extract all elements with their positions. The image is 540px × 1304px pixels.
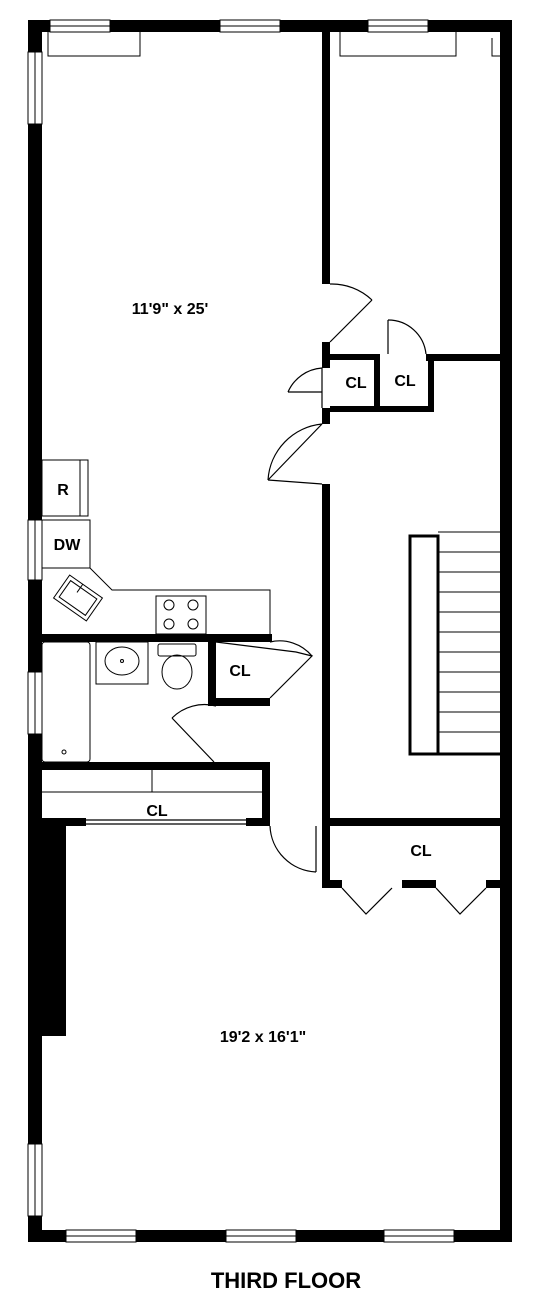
- chimney: [42, 826, 66, 1036]
- dishwasher-label: DW: [54, 537, 82, 554]
- windows: [27, 19, 455, 1243]
- interior-walls: [42, 32, 500, 888]
- closet-label-bath: CL: [229, 663, 251, 680]
- closet-label-right: CL: [394, 373, 416, 390]
- closet-label-hall: CL: [146, 803, 168, 820]
- bedroom-dimensions: 11'9" x 25': [132, 301, 209, 318]
- doors: [86, 283, 487, 915]
- outer-walls: [28, 20, 512, 1242]
- kitchen: [41, 459, 271, 635]
- radiators: [47, 32, 500, 57]
- floor-title: THIRD FLOOR: [211, 1268, 361, 1293]
- bathroom: [41, 641, 197, 763]
- living-dimensions: 19'2 x 16'1": [220, 1029, 306, 1046]
- closet-label-left: CL: [345, 375, 367, 392]
- refrigerator-label: R: [57, 482, 69, 499]
- closet-label-right-hall: CL: [410, 843, 432, 860]
- stairs: [408, 531, 500, 756]
